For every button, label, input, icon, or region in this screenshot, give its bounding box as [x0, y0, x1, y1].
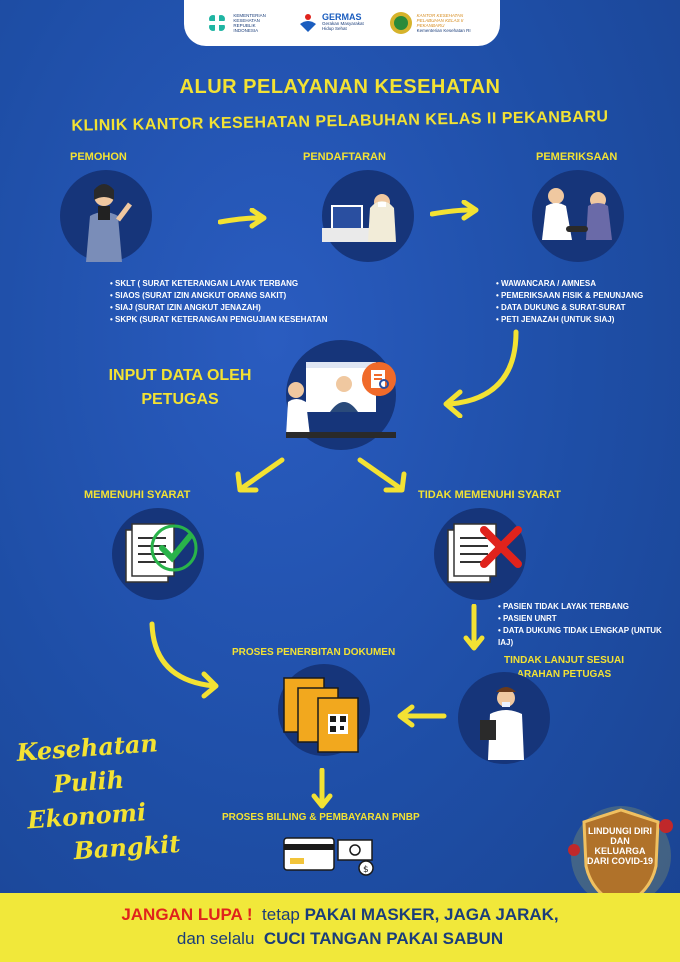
kemenkes-text: KEMENTERIAN KESEHATAN REPUBLIK INDONESIA — [233, 13, 266, 33]
patient-icon — [86, 184, 132, 262]
shield-text: LINDUNGI DIRI DAN KELUARGA DARI COVID-19 — [586, 826, 653, 866]
kemenkes-icon — [209, 15, 226, 31]
tidak-memenuhi-circle — [434, 508, 526, 600]
list-item: PEMERIKSAAN FISIK & PENUNJANG — [496, 290, 676, 302]
footer-emphasis: CUCI TANGAN PAKAI SABUN — [259, 929, 504, 948]
document-search-icon — [371, 370, 389, 389]
tagline: Kesehatan Pulih Ekonomi Bangkit — [15, 724, 194, 872]
tindak-lanjut-circle — [458, 672, 550, 764]
germas-sub: Gerakan Masyarakat Hidup Sehat — [321, 21, 364, 31]
document-search-badge — [362, 362, 396, 396]
footer-warning: JANGAN LUPA ! — [121, 905, 253, 924]
list-item: PASIEN UNRT — [498, 613, 670, 625]
arrow-down-right-icon — [357, 457, 407, 493]
document-check-icon — [125, 523, 198, 583]
logo-bar: KEMENTERIAN KESEHATAN REPUBLIK INDONESIA… — [184, 0, 500, 46]
footer-text: dan selalu — [176, 929, 260, 948]
germas-logo: GERMAS Gerakan Masyarakat Hidup Sehat — [298, 12, 366, 34]
germas-icon — [299, 14, 316, 32]
document-cross-icon — [447, 523, 522, 583]
title-line1: ALUR PELAYANAN KESEHATAN — [179, 76, 501, 98]
kkp-sub: Kementerian Kesehatan RI — [416, 28, 471, 33]
footer-line1: JANGAN LUPA ! tetap PAKAI MASKER, JAGA J… — [0, 905, 680, 925]
footer-text: tetap — [252, 905, 305, 924]
kemenkes-logo: KEMENTERIAN KESEHATAN REPUBLIK INDONESIA — [205, 11, 275, 35]
label-penerbitan: PROSES PENERBITAN DOKUMEN — [232, 647, 396, 658]
pemohon-circle — [60, 170, 152, 262]
footer-line2: dan selalu CUCI TANGAN PAKAI SABUN — [0, 929, 680, 949]
penerbitan-circle — [278, 664, 370, 756]
arrow-right-1-icon — [218, 208, 267, 229]
kkp-emblem-icon — [389, 12, 412, 34]
kkp-logo: KANTOR KESEHATAN PELABUHAN KELAS II PEKA… — [389, 11, 479, 35]
pemeriksaan-list: WAWANCARA / AMNESA PEMERIKSAAN FISIK & P… — [496, 278, 676, 326]
list-item: DATA DUKUNG TIDAK LENGKAP (UNTUK IAJ) — [498, 625, 670, 649]
pendaftaran-circle — [322, 170, 414, 262]
tidak-list: PASIEN TIDAK LAYAK TERBANG PASIEN UNRT D… — [498, 601, 670, 649]
list-item: SKPK (SURAT KETERANGAN PENGUJIAN KESEHAT… — [110, 314, 370, 326]
label-pendaftaran: PENDAFTARAN — [303, 151, 386, 163]
arrow-right-2-icon — [430, 200, 479, 221]
svg-text:$: $ — [363, 865, 369, 875]
list-item: DATA DUKUNG & SURAT-SURAT — [496, 302, 676, 314]
footer-emphasis: PAKAI MASKER, JAGA JARAK, — [304, 905, 559, 924]
footer: JANGAN LUPA ! tetap PAKAI MASKER, JAGA J… — [0, 893, 680, 962]
list-item: PETI JENAZAH (UNTUK SIAJ) — [496, 314, 676, 326]
payment-card-money-icon: $ — [283, 837, 374, 876]
label-billing: PROSES BILLING & PEMBAYARAN PNBP — [222, 812, 420, 823]
label-input: INPUT DATA OLEH PETUGAS — [108, 367, 252, 408]
doctor-icon — [480, 687, 524, 760]
kkp-title: KANTOR KESEHATAN PELABUHAN KELAS II PEKA… — [416, 13, 464, 28]
arrow-down-2-icon — [311, 768, 333, 809]
list-item: SIAJ (SURAT IZIN ANGKUT JENAZAH) — [110, 302, 370, 314]
arrow-left-icon — [397, 704, 447, 728]
registration-icon — [322, 194, 396, 242]
label-pemohon: PEMOHON — [70, 151, 127, 163]
arrow-curve-down-right-icon — [149, 621, 219, 699]
list-item: PASIEN TIDAK LAYAK TERBANG — [498, 601, 670, 613]
memenuhi-circle — [112, 508, 204, 600]
covid-shield-icon — [568, 806, 673, 909]
examination-icon — [542, 188, 612, 240]
arrow-down-1-icon — [463, 604, 485, 651]
list-item: SIAOS (SURAT IZIN ANGKUT ORANG SAKIT) — [110, 290, 370, 302]
label-memenuhi: MEMENUHI SYARAT — [84, 489, 191, 501]
documents-qr-icon — [283, 677, 359, 753]
pemohon-list: SKLT ( SURAT KETERANGAN LAYAK TERBANG SI… — [110, 278, 370, 326]
pemeriksaan-circle — [532, 170, 624, 262]
germas-title: GERMAS — [321, 12, 362, 22]
label-pemeriksaan: PEMERIKSAAN — [536, 151, 618, 163]
label-tindak-lanjut: TINDAK LANJUT SESUAI ARAHAN PETUGAS — [503, 655, 624, 680]
label-tidak-memenuhi: TIDAK MEMENUHI SYARAT — [418, 489, 562, 501]
list-item: SKLT ( SURAT KETERANGAN LAYAK TERBANG — [110, 278, 370, 290]
list-item: WAWANCARA / AMNESA — [496, 278, 676, 290]
arrow-curve-down-left-icon — [443, 329, 519, 418]
arrow-down-left-icon — [235, 457, 285, 493]
